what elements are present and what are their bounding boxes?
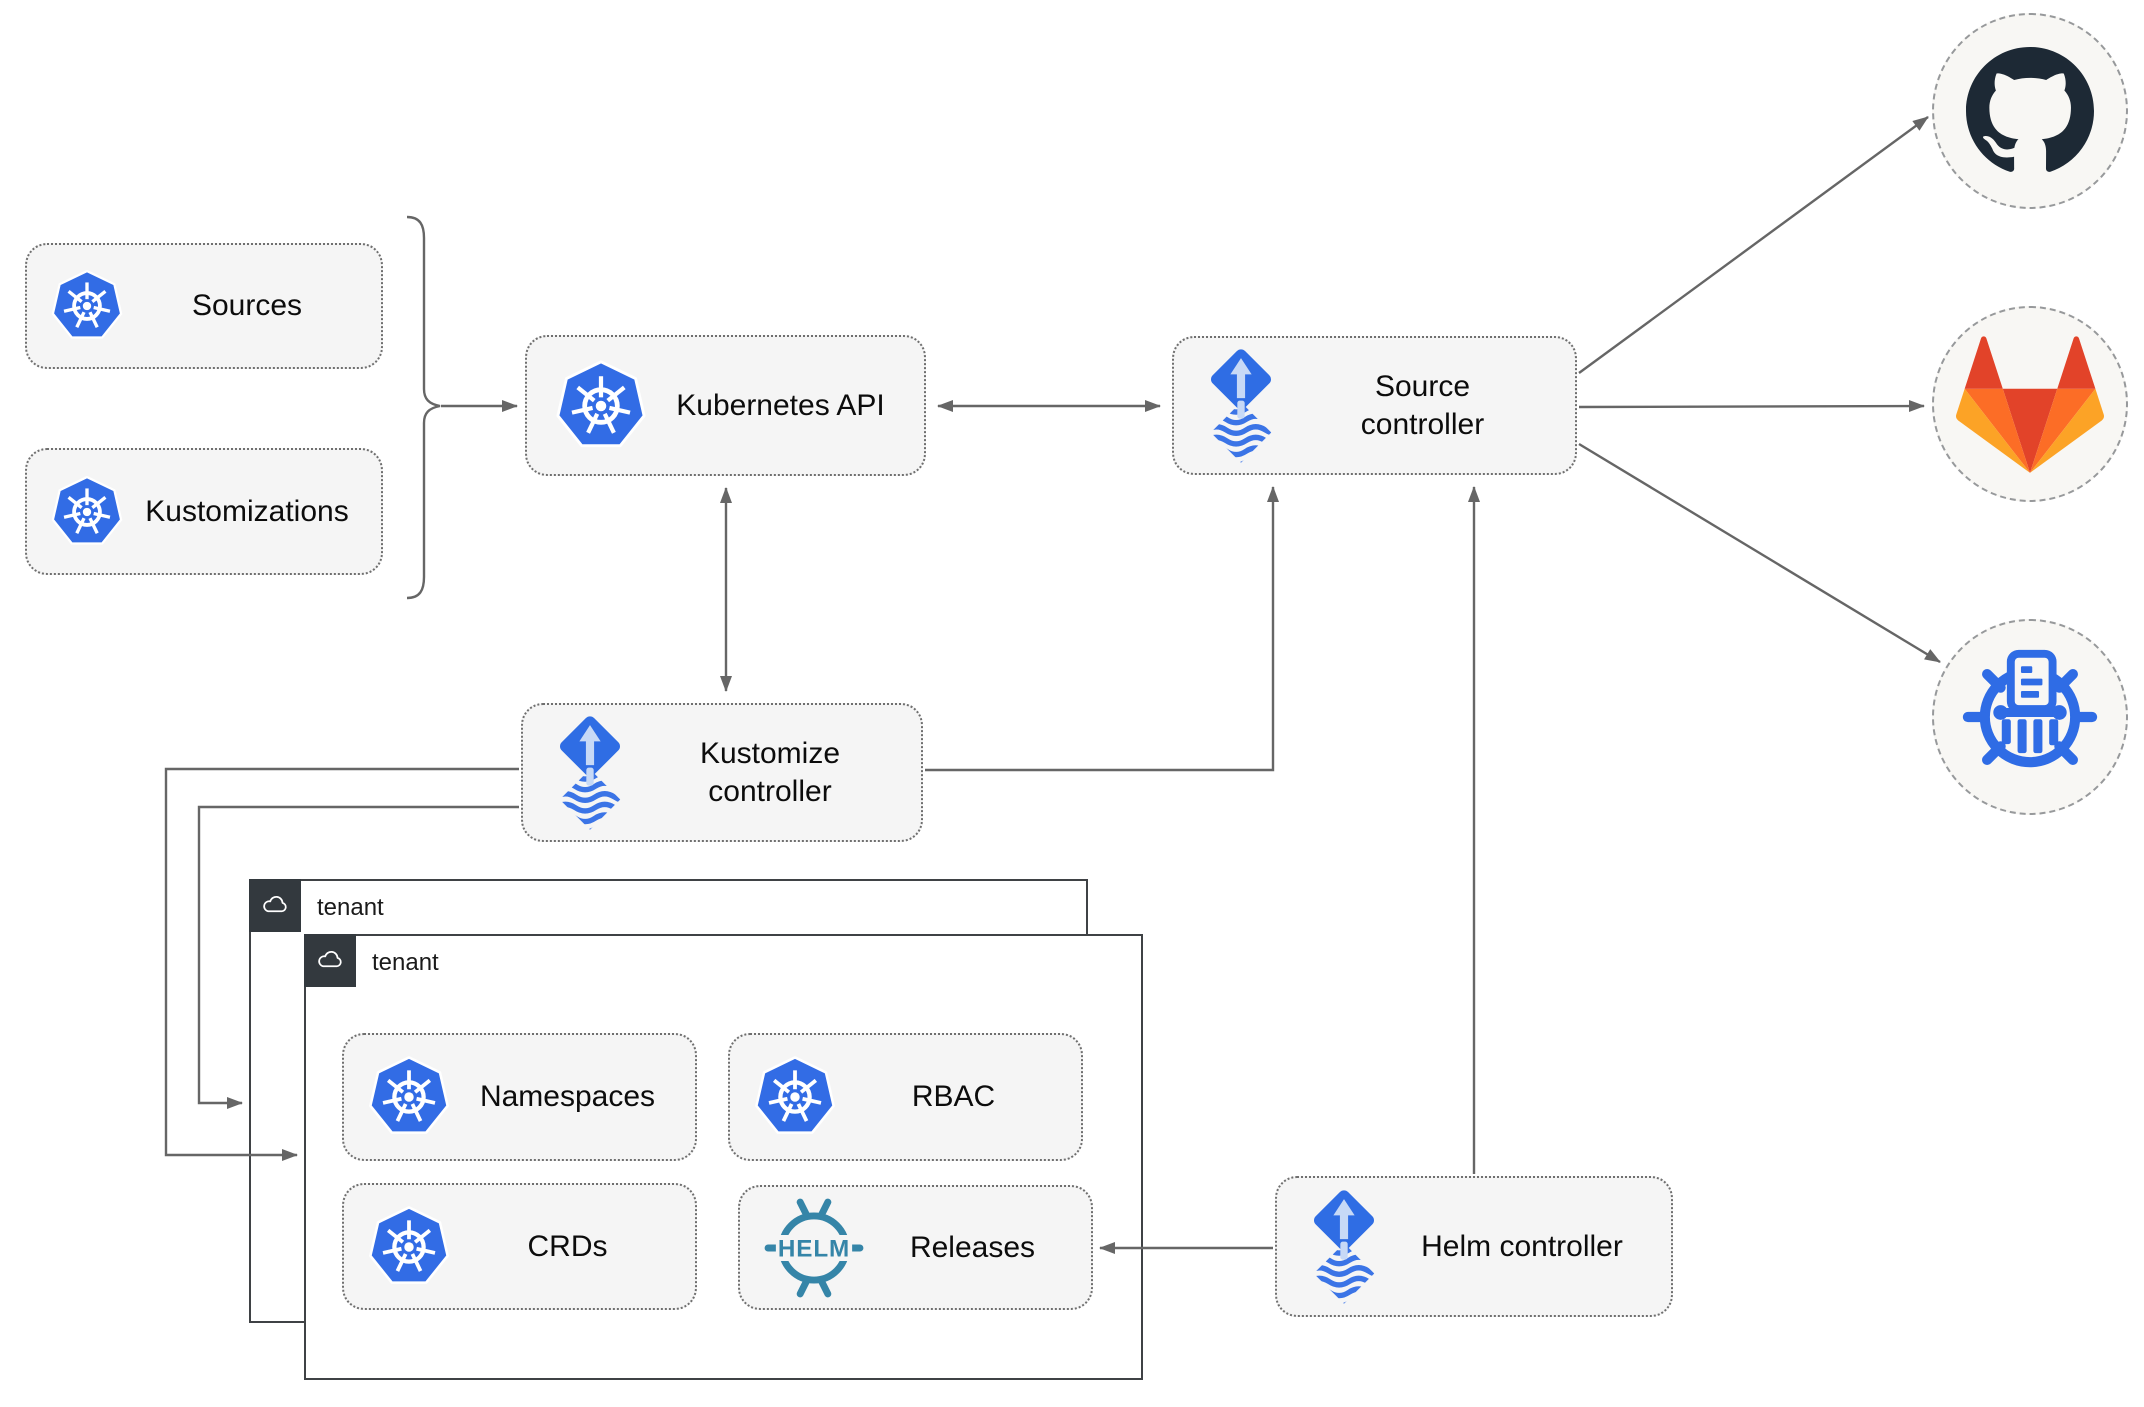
tenant-label: tenant xyxy=(317,893,384,921)
kubernetes-icon xyxy=(527,358,649,454)
edge-group-brace xyxy=(406,215,441,600)
kubernetes-icon xyxy=(27,268,125,344)
node-sources: Sources xyxy=(25,243,383,369)
node-label: Source controller xyxy=(1360,370,1485,441)
flux-icon xyxy=(1277,1186,1385,1307)
node-namespaces: Namespaces xyxy=(342,1033,697,1161)
node-label: Kustomizations xyxy=(145,494,349,528)
node-label: Namespaces xyxy=(479,1080,656,1114)
tenant-tab xyxy=(248,878,301,932)
github-remote xyxy=(1932,13,2128,209)
helm-wordmark: HELM xyxy=(778,1235,850,1262)
edge-source-controller-to-gitlab xyxy=(1578,400,1925,413)
kubernetes-icon xyxy=(344,1204,452,1290)
node-label: CRDs xyxy=(527,1229,608,1263)
cloud-icon xyxy=(315,950,345,970)
edge-source-controller-to-harbor xyxy=(1578,442,1941,664)
node-kubernetes-api: Kubernetes API xyxy=(525,335,926,476)
github-icon xyxy=(1966,47,2094,175)
kubernetes-icon xyxy=(344,1054,452,1140)
harbor-registry-icon xyxy=(1960,647,2100,787)
node-label: Helm controller xyxy=(1421,1229,1623,1263)
helm-icon: HELM xyxy=(740,1196,866,1300)
node-label: Releases xyxy=(909,1230,1036,1264)
edge-kustomize-controller-to-source-controller xyxy=(925,486,1279,772)
node-label: Sources xyxy=(191,289,303,323)
kubernetes-icon xyxy=(27,474,125,550)
node-source-controller: Source controller xyxy=(1172,336,1577,475)
node-crds: CRDs xyxy=(342,1183,697,1310)
flux-icon xyxy=(523,712,631,833)
node-rbac: RBAC xyxy=(728,1033,1083,1161)
node-kustomizations: Kustomizations xyxy=(25,448,383,575)
gitlab-remote xyxy=(1932,306,2128,502)
cloud-icon xyxy=(260,895,290,915)
gitlab-icon xyxy=(1956,336,2104,473)
node-releases: HELM Releases xyxy=(738,1185,1093,1310)
kubernetes-icon xyxy=(730,1054,838,1140)
harbor-remote xyxy=(1932,619,2128,815)
node-helm-controller: Helm controller xyxy=(1275,1176,1673,1317)
node-label: Kubernetes API xyxy=(676,388,885,422)
node-label: Kustomize controller xyxy=(699,737,841,808)
node-label: RBAC xyxy=(911,1080,996,1114)
node-kustomize-controller: Kustomize controller xyxy=(521,703,923,842)
edge-source-controller-to-github xyxy=(1578,116,1929,374)
tenant-label: tenant xyxy=(372,948,439,976)
tenant-tab xyxy=(303,933,356,987)
flux-icon xyxy=(1174,345,1282,466)
